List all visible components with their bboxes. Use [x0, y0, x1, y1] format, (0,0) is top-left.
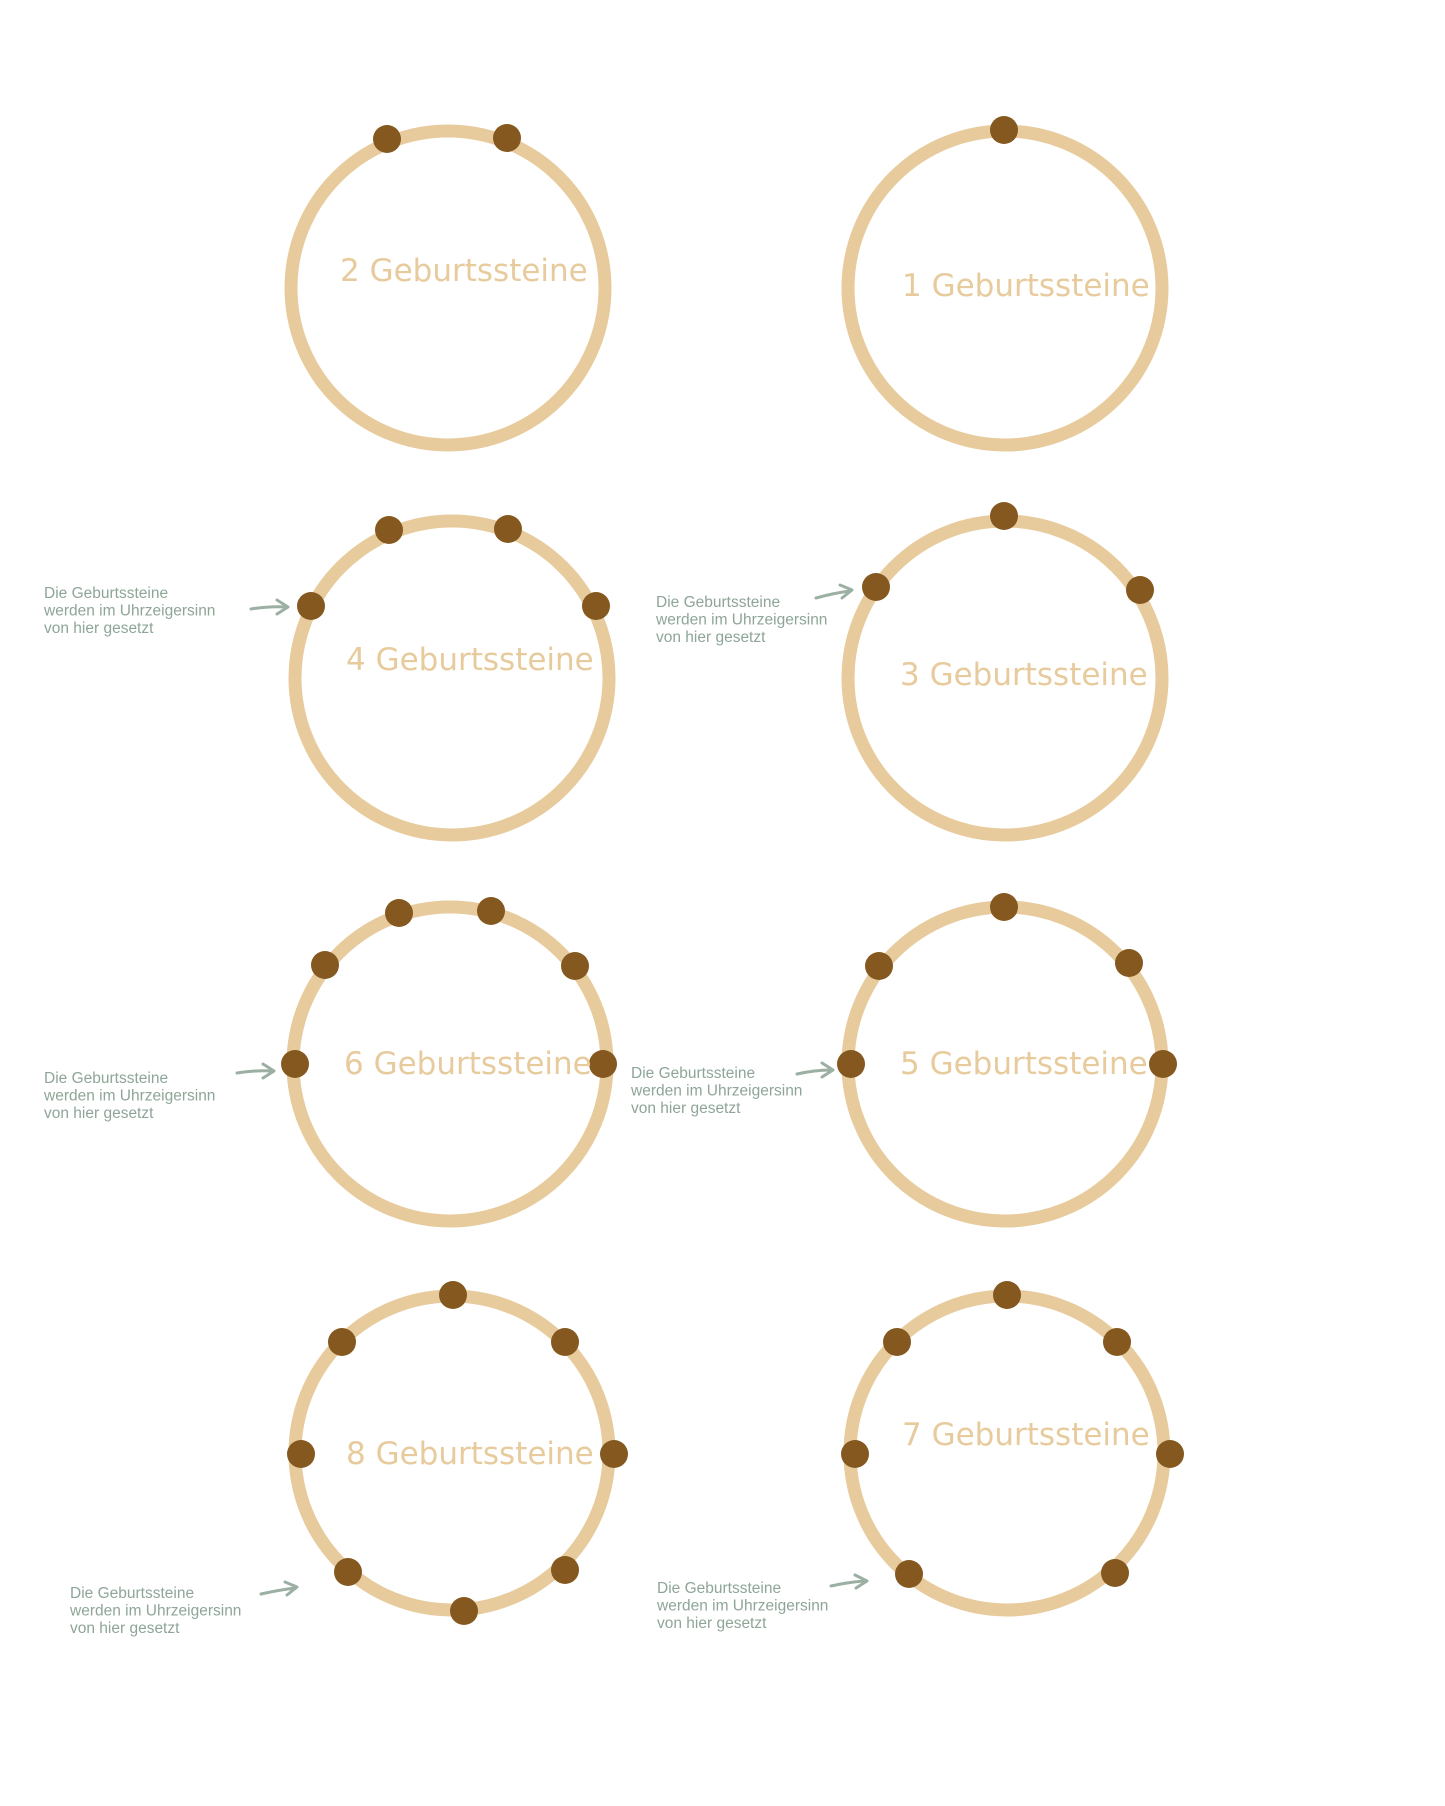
stone-dot	[328, 1328, 356, 1356]
stone-dot	[493, 124, 521, 152]
ring-circle	[288, 514, 616, 842]
ring-4-stones: 4 Geburtssteine	[288, 514, 616, 842]
stone-dot	[990, 893, 1018, 921]
note-line: von hier gesetzt	[44, 620, 154, 637]
stone-dot	[375, 516, 403, 544]
note-text: Die Geburtssteine werden im Uhrzeigersin…	[43, 1070, 220, 1122]
stone-dot	[450, 1597, 478, 1625]
arrow-right-icon	[259, 1580, 299, 1597]
ring-label: 1 Geburtssteine	[902, 268, 1150, 304]
ring-label: 4 Geburtssteine	[346, 642, 594, 678]
stone-dot	[477, 897, 505, 925]
stone-dot	[1103, 1328, 1131, 1356]
note-line: von hier gesetzt	[657, 1615, 767, 1632]
stone-dot	[993, 1281, 1021, 1309]
note-line: werden im Uhrzeigersinn	[655, 612, 827, 629]
ring-label: 5 Geburtssteine	[900, 1046, 1148, 1082]
stone-dot	[990, 116, 1018, 144]
arrow-right-icon	[235, 1062, 276, 1080]
note-line: Die Geburtssteine	[44, 1070, 168, 1087]
stone-dot	[439, 1281, 467, 1309]
stone-dot	[551, 1556, 579, 1584]
ring-8-stones: 8 Geburtssteine	[287, 1281, 628, 1625]
stone-dot	[895, 1560, 923, 1588]
ring-3-stones: 3 Geburtssteine	[841, 502, 1169, 842]
note-text: Die Geburtssteine werden im Uhrzeigersin…	[43, 585, 220, 637]
start-note-ring-3: Die Geburtssteine werden im Uhrzeigersin…	[655, 583, 854, 646]
ring-label: 7 Geburtssteine	[902, 1417, 1150, 1453]
stone-dot	[600, 1440, 628, 1468]
stone-dot	[862, 573, 890, 601]
stone-dot	[551, 1328, 579, 1356]
stone-dot	[334, 1558, 362, 1586]
stone-dot	[1126, 576, 1154, 604]
arrow-right-icon	[814, 583, 854, 600]
note-line: werden im Uhrzeigersinn	[43, 603, 215, 620]
ring-label: 6 Geburtssteine	[344, 1046, 592, 1082]
note-line: von hier gesetzt	[70, 1620, 180, 1637]
note-line: Die Geburtssteine	[70, 1585, 194, 1602]
note-line: werden im Uhrzeigersinn	[43, 1088, 215, 1105]
arrow-right-icon	[249, 598, 290, 616]
note-line: Die Geburtssteine	[631, 1065, 755, 1082]
stone-dot	[1156, 1440, 1184, 1468]
note-line: Die Geburtssteine	[656, 594, 780, 611]
stone-dot	[865, 952, 893, 980]
stone-dot	[287, 1440, 315, 1468]
ring-7-stones: 7 Geburtssteine	[841, 1281, 1184, 1617]
start-note-ring-8: Die Geburtssteine werden im Uhrzeigersin…	[69, 1580, 299, 1637]
ring-5-stones: 5 Geburtssteine	[837, 893, 1177, 1228]
ring-circle	[284, 124, 612, 452]
note-line: Die Geburtssteine	[44, 585, 168, 602]
note-text: Die Geburtssteine werden im Uhrzeigersin…	[630, 1065, 807, 1117]
stone-dot	[311, 951, 339, 979]
stone-dot	[582, 592, 610, 620]
stone-dot	[281, 1050, 309, 1078]
note-line: Die Geburtssteine	[657, 1580, 781, 1597]
stone-dot	[837, 1050, 865, 1078]
arrow-right-icon	[829, 1573, 869, 1590]
start-note-ring-7: Die Geburtssteine werden im Uhrzeigersin…	[656, 1573, 869, 1632]
stone-dot	[1101, 1559, 1129, 1587]
ring-2-stones: 2 Geburtssteine	[284, 124, 612, 452]
start-note-ring-4: Die Geburtssteine werden im Uhrzeigersin…	[43, 585, 290, 637]
ring-label: 2 Geburtssteine	[340, 253, 588, 289]
stone-dot	[561, 952, 589, 980]
note-text: Die Geburtssteine werden im Uhrzeigersin…	[655, 594, 832, 646]
ring-6-stones: 6 Geburtssteine	[281, 897, 617, 1228]
stone-dot	[589, 1050, 617, 1078]
ring-label: 3 Geburtssteine	[900, 657, 1148, 693]
start-note-ring-5: Die Geburtssteine werden im Uhrzeigersin…	[630, 1061, 835, 1117]
stone-dot	[297, 592, 325, 620]
stone-dot	[883, 1328, 911, 1356]
stone-dot	[1115, 949, 1143, 977]
note-text: Die Geburtssteine werden im Uhrzeigersin…	[69, 1585, 246, 1637]
start-note-ring-6: Die Geburtssteine werden im Uhrzeigersin…	[43, 1062, 276, 1122]
note-line: werden im Uhrzeigersinn	[69, 1603, 241, 1620]
stone-dot	[1149, 1050, 1177, 1078]
note-line: werden im Uhrzeigersinn	[656, 1598, 828, 1615]
arrow-right-icon	[795, 1061, 835, 1079]
note-line: von hier gesetzt	[44, 1105, 154, 1122]
stone-dot	[385, 899, 413, 927]
note-line: von hier gesetzt	[656, 629, 766, 646]
stone-dot	[990, 502, 1018, 530]
note-line: von hier gesetzt	[631, 1100, 741, 1117]
ring-1-stone: 1 Geburtssteine	[841, 116, 1169, 452]
note-line: werden im Uhrzeigersinn	[630, 1083, 802, 1100]
note-text: Die Geburtssteine werden im Uhrzeigersin…	[656, 1580, 833, 1632]
stone-dot	[373, 125, 401, 153]
stone-dot	[841, 1440, 869, 1468]
ring-label: 8 Geburtssteine	[346, 1436, 594, 1472]
stone-dot	[494, 515, 522, 543]
